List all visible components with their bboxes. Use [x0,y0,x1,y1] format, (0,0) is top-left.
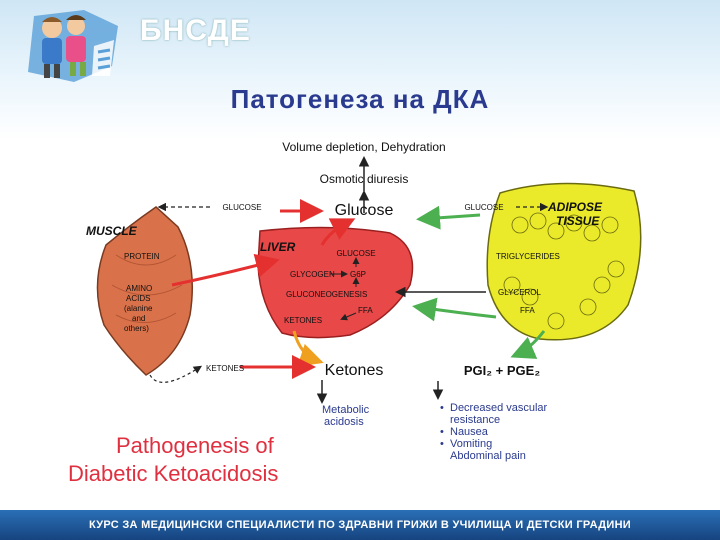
ketones-left-label: KETONES [206,364,244,373]
glucose-center-label: Glucose [335,202,394,219]
glucose-left-label: GLUCOSE [222,203,261,212]
amino-label-5: others) [124,324,149,333]
effect-item: Vomiting [450,438,492,450]
metabolic-acidosis-label-1: Metabolic [322,404,370,416]
arrow-adipose-to-glucose-green [416,205,481,230]
arrow-adipose-to-pgi-green [510,330,546,359]
header-background [0,0,720,140]
ffa-liver-label: FFA [358,306,373,315]
liver-glucose-label: GLUCOSE [336,249,375,258]
osmotic-diuresis-label: Osmotic diuresis [320,172,409,186]
protein-label: PROTEIN [124,252,160,261]
arrow-ffa-to-liver-green [412,297,497,322]
arrow-amino-to-liver-red [171,253,280,287]
adipose-label-2: TISSUE [556,214,600,228]
adipose-label-1: ADIPOSE [547,200,603,214]
organization-logo-text: БНСДЕ [140,14,251,47]
glucose-right-label: GLUCOSE [464,203,503,212]
arrow-ffa-ketones [340,312,357,321]
caption-line-2: Diabetic Ketoacidosis [68,461,278,486]
ketones-center-label: Ketones [325,362,384,379]
effect-bullet: • [440,402,444,414]
caption-line-1: Pathogenesis of [116,433,275,458]
liver-shape [257,226,414,339]
amino-label-1: AMINO [126,284,152,293]
ffa-adipose-label: FFA [520,306,535,315]
effect-bullet: • [440,426,444,438]
effects-list: • Decreased vascular resistance • Nausea… [440,402,548,462]
effect-item: Decreased vascular [450,402,548,414]
glycerol-label: GLYCEROL [498,288,542,297]
volume-depletion-label: Volume depletion, Dehydration [282,140,445,154]
amino-label-2: ACIDS [126,294,150,303]
children-logo-icon [28,10,118,82]
amino-label-4: and [132,314,145,323]
arrow-liver-to-glucose-red [320,218,356,246]
gluconeogenesis-label: GLUCONEOGENESIS [286,290,367,299]
slide-title: Патогенеза на ДКА [230,84,490,114]
effect-item: resistance [450,414,500,426]
footer-bar: КУРС ЗА МЕДИЦИНСКИ СПЕЦИАЛИСТИ ПО ЗДРАВН… [0,510,720,540]
liver-ketones-label: KETONES [284,316,322,325]
glycogen-label: GLYCOGEN [290,270,335,279]
liver-label: LIVER [260,240,296,254]
amino-label-3: (alanine [124,304,153,313]
arrow-muscle-ketones [149,365,203,383]
muscle-shape [96,206,194,376]
triglycerides-label: TRIGLYCERIDES [496,252,560,261]
effect-item: Nausea [450,426,489,438]
dka-pathogenesis-diagram: Volume depletion, Dehydration Osmotic di… [68,140,642,486]
g6p-label: G6P [350,270,366,279]
footer-text: КУРС ЗА МЕДИЦИНСКИ СПЕЦИАЛИСТИ ПО ЗДРАВН… [88,519,632,531]
metabolic-acidosis-label-2: acidosis [324,416,364,428]
muscle-label: MUSCLE [86,224,138,238]
pgi2-label: PGI₂ + PGE₂ [464,363,540,378]
effect-bullet: • [440,438,444,450]
effect-item: Abdominal pain [450,450,526,462]
